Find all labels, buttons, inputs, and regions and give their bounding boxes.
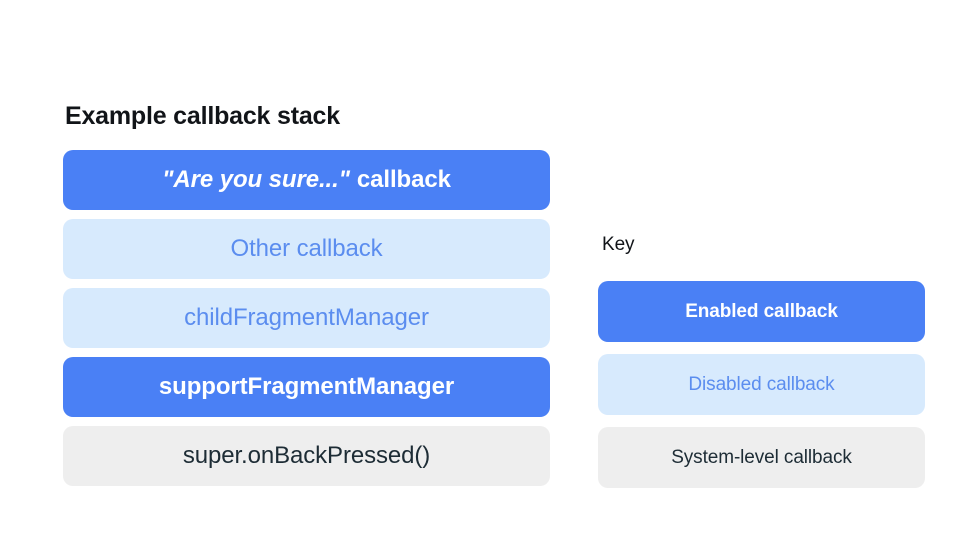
stack-item-child-fragment-manager[interactable]: childFragmentManager	[63, 288, 550, 348]
stack-item-label: childFragmentManager	[184, 304, 429, 331]
key-item-label: System-level callback	[671, 446, 852, 468]
key-item-label: Disabled callback	[688, 373, 835, 395]
stack-item-label-quoted: "Are you sure..."	[162, 166, 350, 193]
stack-item-other-callback[interactable]: Other callback	[63, 219, 550, 279]
key-list: Enabled callback Disabled callback Syste…	[598, 281, 925, 488]
stack-item-label: supportFragmentManager	[158, 373, 455, 400]
callback-stack-panel: Example callback stack "Are you sure..."…	[63, 101, 550, 486]
key-title: Key	[602, 234, 635, 255]
stack-item-support-fragment-manager[interactable]: supportFragmentManager	[63, 357, 550, 417]
stack-item-label: super.onBackPressed()	[182, 442, 431, 469]
key-panel: Key Enabled callback Disabled callback S…	[598, 233, 925, 488]
key-item-disabled-callback: Disabled callback	[598, 354, 925, 415]
page-title: Example callback stack	[65, 102, 340, 130]
key-item-label: Enabled callback	[685, 300, 838, 322]
stack-item-label: Other callback	[230, 235, 383, 262]
stack-item-super-on-back-pressed[interactable]: super.onBackPressed()	[63, 426, 550, 486]
callback-stack-list: "Are you sure..."callback Other callback…	[63, 150, 550, 486]
key-item-enabled-callback: Enabled callback	[598, 281, 925, 342]
stack-item-are-you-sure[interactable]: "Are you sure..."callback	[63, 150, 550, 210]
stack-item-label-tail: callback	[356, 166, 451, 193]
key-item-system-level-callback: System-level callback	[598, 427, 925, 488]
